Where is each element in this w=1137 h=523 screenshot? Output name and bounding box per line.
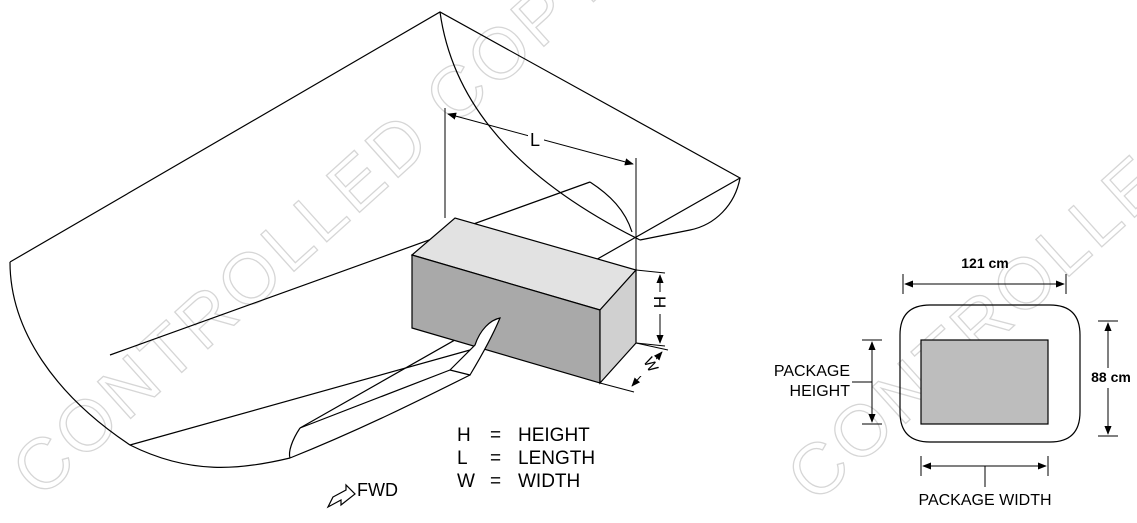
height-label: H	[650, 296, 669, 308]
watermark-text-right: CONTROLLED COPY	[772, 0, 1137, 517]
door-height-label: 88 cm	[1091, 369, 1131, 385]
fwd-label: FWD	[357, 480, 398, 500]
forward-arrow-icon	[326, 483, 356, 509]
width-dimension: W	[599, 342, 669, 393]
fwd-indicator: FWD	[326, 480, 398, 509]
dimension-legend: H = HEIGHT L = LENGTH W = WIDTH	[457, 425, 595, 492]
legend-meaning: HEIGHT	[518, 425, 590, 446]
legend-equals: =	[490, 425, 501, 446]
legend-symbol: W	[457, 471, 475, 492]
legend-symbol: H	[457, 425, 471, 446]
length-label: L	[530, 130, 540, 150]
package-width-label: PACKAGE WIDTH	[918, 492, 1051, 509]
package-height-label-line1: PACKAGE	[774, 363, 850, 380]
legend-row-height: H = HEIGHT	[457, 425, 590, 446]
cargo-package-box	[410, 217, 638, 385]
door-width-label: 121 cm	[961, 255, 1008, 271]
door-outline	[899, 304, 1081, 443]
length-dimension: L	[444, 108, 637, 270]
package-height-dimension: PACKAGE HEIGHT	[774, 339, 882, 425]
package-height-label-line2: HEIGHT	[790, 383, 851, 400]
legend-equals: =	[490, 471, 501, 492]
package-width-dimension: PACKAGE WIDTH	[918, 456, 1052, 509]
legend-row-length: L = LENGTH	[457, 448, 595, 469]
legend-symbol: L	[457, 448, 468, 469]
door-width-dimension: 121 cm	[902, 255, 1067, 294]
door-opening-diagram: 121 cm 88 cm PACKAGE HEIGHT	[774, 255, 1134, 509]
cargo-hold-diagram: L H W H = HEIGHT L =	[9, 11, 742, 509]
door-height-dimension: 88 cm	[1086, 320, 1134, 437]
legend-meaning: WIDTH	[518, 471, 580, 492]
cargo-hold-outline	[9, 11, 742, 468]
legend-meaning: LENGTH	[518, 448, 595, 469]
height-dimension: H	[635, 269, 669, 347]
legend-row-width: W = WIDTH	[457, 471, 580, 492]
legend-equals: =	[490, 448, 501, 469]
package-outline	[920, 339, 1049, 425]
